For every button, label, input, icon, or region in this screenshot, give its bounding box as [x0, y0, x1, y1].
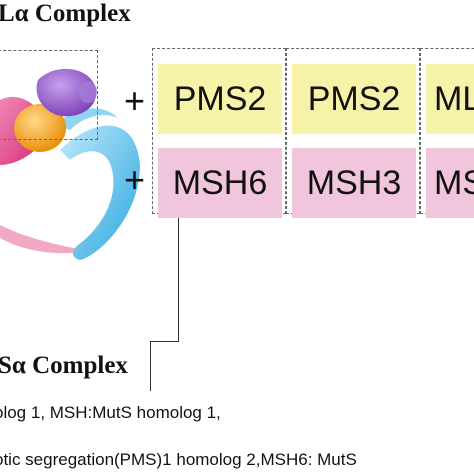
connector-horizontal: [150, 341, 179, 342]
pms2-box-1: PMS2: [158, 64, 282, 134]
caption-line-2: otic segregation(PMS)1 homolog 2,MSH6: M…: [0, 450, 357, 469]
mutl-dashed-outline: [0, 50, 98, 140]
ml-label: ML: [434, 79, 474, 118]
plus-sign-top: +: [124, 80, 146, 121]
caption-line-1: olog 1, MSH:MutS homolog 1,: [0, 403, 221, 422]
msh6-label: MSH6: [172, 163, 268, 202]
msh3-box: MSH3: [292, 148, 416, 218]
pms2-label-2: PMS2: [307, 79, 401, 118]
connector-vertical: [178, 218, 179, 342]
purple-protein-domain: [36, 68, 97, 117]
ms-box: MS: [426, 148, 474, 218]
msh3-label: MSH3: [306, 163, 402, 202]
blue-protein-domain: [60, 125, 140, 260]
plus-sign-bottom: +: [124, 159, 146, 200]
orange-protein-domain: [14, 104, 66, 152]
bracket-vertical: [150, 341, 151, 391]
pms2-box-2: PMS2: [292, 64, 416, 134]
pms2-label-1: PMS2: [173, 79, 267, 118]
mutl-alpha-title: Lα Complex: [0, 0, 131, 27]
msh6-box: MSH6: [158, 148, 282, 218]
muts-alpha-title: Sα Complex: [0, 352, 128, 379]
protein-complex-illustration: [0, 68, 140, 260]
blue-protein-tail: [55, 108, 118, 130]
ml-box: ML: [426, 64, 474, 134]
ms-label: MS: [434, 163, 474, 202]
magenta-protein-arc: [0, 225, 88, 254]
